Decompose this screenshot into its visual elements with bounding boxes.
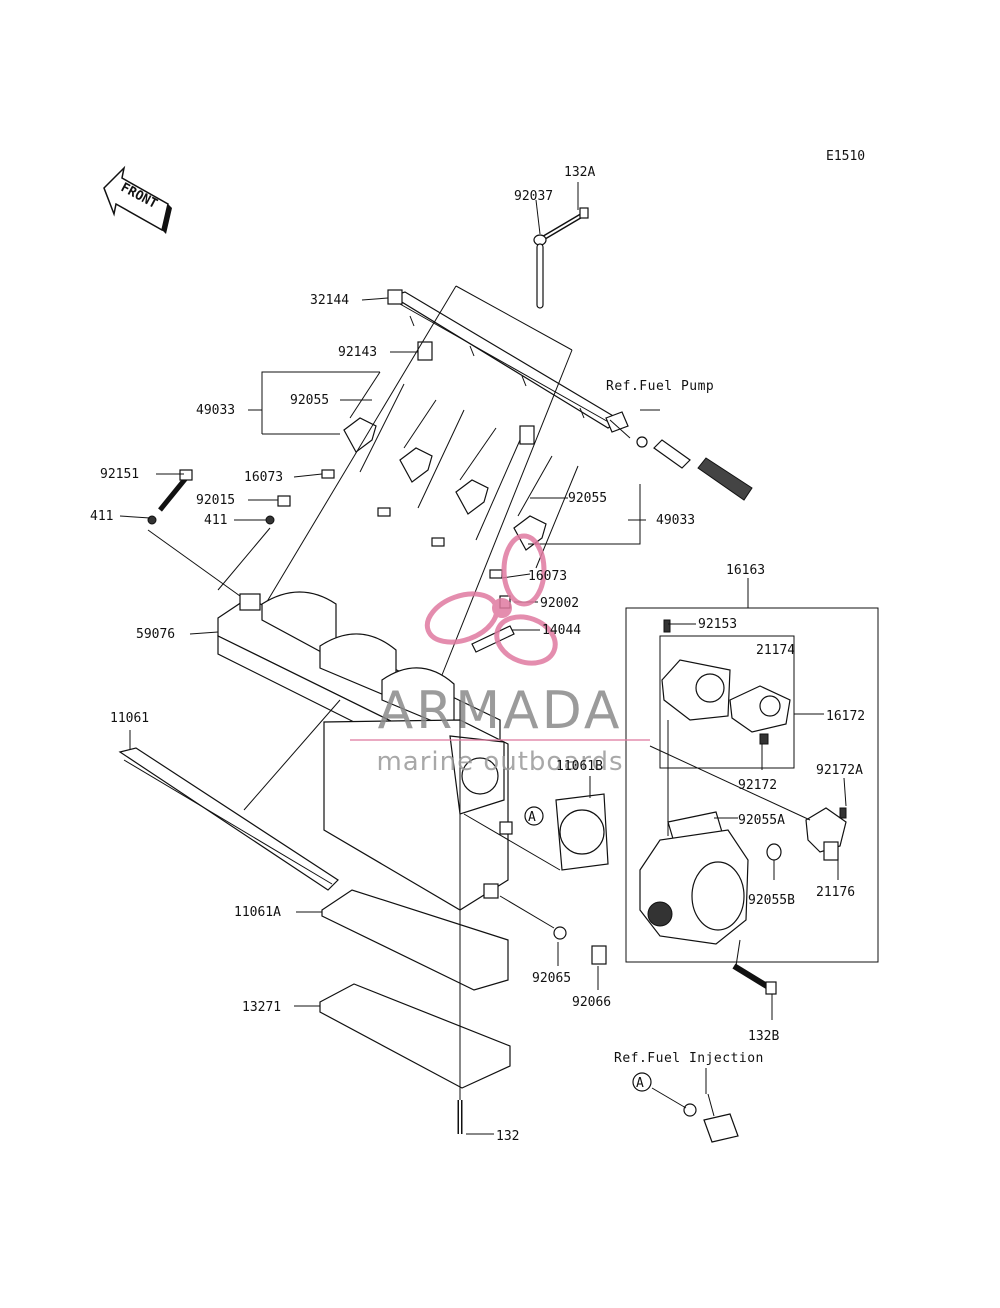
label-92151: 92151 [100, 467, 139, 482]
label-132B: 132B [748, 1029, 779, 1044]
label-49033-right: 49033 [656, 513, 695, 528]
armada-watermark: ARMADA marine outboards [350, 533, 650, 777]
assembly-frame-16163 [625, 607, 879, 963]
cover-13271 [319, 983, 511, 1089]
label-411-left: 411 [90, 509, 113, 524]
watermark-brand: ARMADA [378, 681, 623, 741]
label-14044: 14044 [542, 623, 581, 638]
clip-411-right [265, 515, 275, 525]
o-ring-92065 [553, 926, 567, 940]
ref-fuel-injection: Ref.Fuel Injection [614, 1051, 764, 1066]
gasket-11061A [321, 889, 509, 991]
callout-A-upper [524, 806, 544, 826]
o-ring-fuel-injection [683, 1103, 697, 1117]
bolt-92151 [158, 469, 193, 512]
label-92153: 92153 [698, 617, 737, 632]
label-11061: 11061 [110, 711, 149, 726]
label-11061B: 11061B [556, 759, 603, 774]
label-92055A: 92055A [738, 813, 785, 828]
label-16163: 16163 [726, 563, 765, 578]
injector-guide-lines [261, 285, 579, 681]
label-92066: 92066 [572, 995, 611, 1010]
label-411-right: 411 [204, 513, 227, 528]
callout-A-lower [632, 1072, 652, 1092]
bracket-92037 [533, 234, 547, 309]
label-16073-left: 16073 [244, 470, 283, 485]
fuel-pump-hose [636, 436, 753, 501]
label-13271: 13271 [242, 1000, 281, 1015]
label-92172: 92172 [738, 778, 777, 793]
label-92143: 92143 [338, 345, 377, 360]
injector-1 [321, 341, 433, 479]
sensor-21176 [805, 807, 847, 861]
label-132A: 132A [564, 165, 595, 180]
callout-A-lower-label: A [636, 1076, 644, 1091]
label-92015: 92015 [196, 493, 235, 508]
label-92055B: 92055B [748, 893, 795, 908]
idle-speed-control-valve [729, 685, 791, 745]
bracket-14044 [471, 625, 515, 653]
label-16073-right: 16073 [528, 569, 567, 584]
label-32144: 32144 [310, 293, 349, 308]
label-11061A: 11061A [234, 905, 281, 920]
label-132: 132 [496, 1129, 519, 1144]
assembly-frame-16172 [659, 635, 795, 769]
label-92065: 92065 [532, 971, 571, 986]
plug-92066 [591, 945, 607, 965]
label-92002: 92002 [540, 596, 579, 611]
gasket-11061 [118, 747, 339, 891]
label-21176: 21176 [816, 885, 855, 900]
injector-3 [431, 425, 535, 547]
fuel-rail-32144 [387, 289, 629, 433]
clip-411-left [147, 515, 157, 525]
propeller-logo-icon [424, 533, 558, 666]
injector-2 [377, 447, 433, 517]
gasket-11061B [555, 793, 609, 871]
label-49033-left: 49033 [196, 403, 235, 418]
bolt-132A [538, 207, 589, 243]
label-92037: 92037 [514, 189, 553, 204]
front-arrow-icon: FRONT [103, 165, 172, 234]
callout-A-upper-label: A [528, 810, 536, 825]
throttle-housing-21174 [661, 619, 731, 721]
label-59076: 59076 [136, 627, 175, 642]
plenum-body [323, 719, 513, 911]
ref-fuel-pump: Ref.Fuel Pump [606, 379, 714, 394]
label-16172: 16172 [826, 709, 865, 724]
sensor-fuel-injection [703, 1113, 739, 1143]
bolt-132B [732, 963, 777, 995]
throttle-body [639, 829, 749, 945]
label-21174: 21174 [756, 643, 795, 658]
label-92055-left: 92055 [290, 393, 329, 408]
label-92055-right: 92055 [568, 491, 607, 506]
watermark-tagline: marine outboards [376, 747, 623, 777]
figure-code: E1510 [826, 149, 865, 164]
label-92172A: 92172A [816, 763, 863, 778]
o-ring-92055B [766, 843, 782, 861]
part-92015 [277, 495, 291, 507]
